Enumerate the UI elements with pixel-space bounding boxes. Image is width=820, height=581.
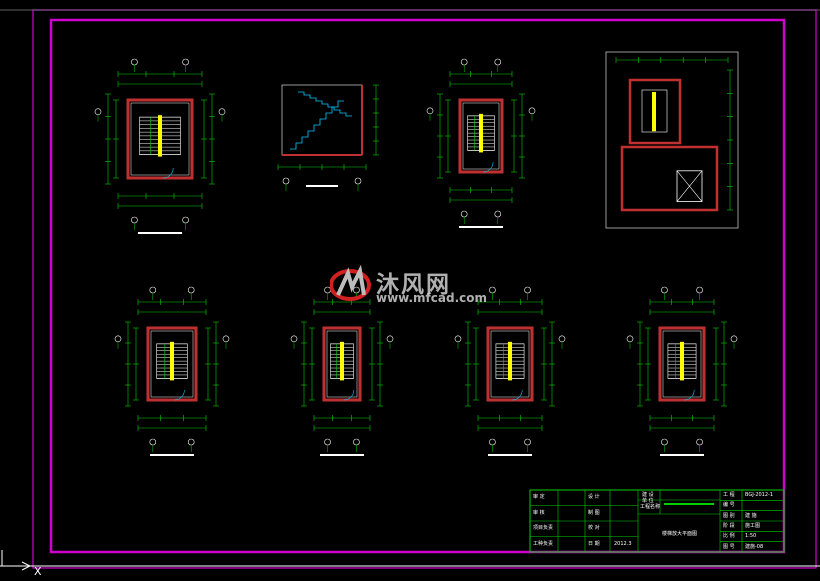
stair-plan-plan-2 [426, 58, 536, 228]
title-block-label: 工种负责 [533, 540, 554, 547]
ucs-axis-label: X [34, 565, 42, 577]
title-block-value: 1:50 [745, 533, 757, 540]
title-block-label: 工 程 [723, 492, 735, 498]
stair-plan-plan-5 [290, 286, 394, 456]
title-block-label: 审 核 [533, 509, 545, 516]
title-block-label: 建 设 [642, 492, 654, 498]
title-block-label: 阶 段 [723, 523, 735, 529]
stair-plan-plan-7 [626, 286, 738, 456]
stair-plan-plan-1 [94, 58, 226, 234]
title-block-label: 图 别 [723, 512, 735, 519]
drawing-title: 楼梯放大平面图 [662, 531, 698, 537]
watermark-logo-icon [330, 265, 371, 301]
title-block-value: BGJ-2012-1 [745, 492, 774, 498]
title-block-label: 校 对 [588, 525, 600, 531]
title-block-value: 施工图 [745, 523, 761, 529]
stair-plan-plan-6 [454, 286, 566, 456]
title-block-label: 编 号 [723, 502, 735, 509]
title-block-date: 2012.3 [614, 540, 632, 547]
title-block-label: 图 号 [723, 543, 735, 550]
title-block-label: 日 期 [588, 540, 600, 547]
title-block-label: 比 例 [723, 533, 735, 540]
title-block-label: 单 位 [642, 498, 654, 504]
title-block-value: 建 施 [745, 512, 757, 519]
stair-plan-plan-4 [114, 286, 230, 456]
title-block-value: 建施-08 [745, 543, 764, 550]
inner-sheet-frame [49, 18, 786, 554]
title-block-label: 工程名称 [640, 504, 661, 510]
watermark-brand: 沐风网 [376, 272, 451, 298]
title-block-label: 制 图 [588, 509, 600, 516]
watermark-url: www.mfcad.com [376, 291, 487, 305]
title-block-label: 审 定 [533, 494, 545, 500]
title-block-label: 设 计 [588, 494, 600, 500]
floor-plan-plan-3 [605, 51, 739, 229]
stair-section-section-1 [277, 84, 379, 191]
ucs-icon [1, 550, 32, 571]
title-block-label: 项目负责 [533, 525, 554, 531]
watermark: 沐风网 www.mfcad.com [330, 265, 500, 307]
